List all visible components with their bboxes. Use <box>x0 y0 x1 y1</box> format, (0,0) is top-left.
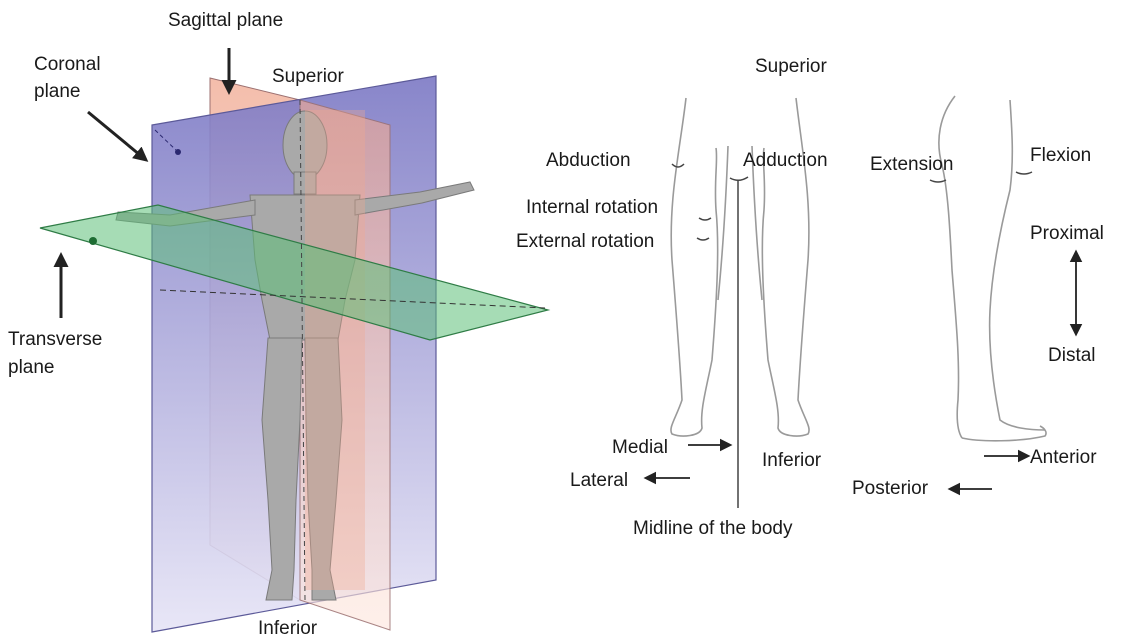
side-leg-foot-outline <box>962 426 1046 441</box>
external-rotation-label: External rotation <box>516 231 654 252</box>
adduction-marker <box>730 177 748 180</box>
transverse-plane-label-line1: Transverse <box>8 329 102 350</box>
sagittal-plane-label: Sagittal plane <box>168 10 283 31</box>
transverse-plane-label-line2: plane <box>8 357 55 378</box>
midline-label: Midline of the body <box>633 518 793 539</box>
abduction-marker <box>672 164 684 167</box>
coronal-plane-label-line2: plane <box>34 81 81 102</box>
flexion-label: Flexion <box>1030 145 1091 166</box>
front-left-leg-outline <box>671 98 718 436</box>
external-rotation-marker <box>697 238 709 240</box>
lateral-label: Lateral <box>570 470 628 491</box>
extension-label: Extension <box>870 154 953 175</box>
sagittal-tint-overlay <box>305 110 365 590</box>
inferior-label-left: Inferior <box>258 618 318 639</box>
abduction-label: Abduction <box>546 150 631 171</box>
superior-label-left: Superior <box>272 66 344 87</box>
internal-rotation-marker <box>699 218 711 220</box>
anterior-label: Anterior <box>1030 447 1097 468</box>
extension-marker <box>930 180 946 182</box>
medial-label: Medial <box>612 437 668 458</box>
internal-rotation-label: Internal rotation <box>526 197 658 218</box>
front-inner-line-left <box>718 146 728 300</box>
adduction-label: Adduction <box>743 150 828 171</box>
front-right-leg-outline <box>762 98 809 436</box>
distal-label: Distal <box>1048 345 1096 366</box>
legs-front-figure: Superior Abduction Adduction Internal ro… <box>516 56 828 539</box>
proximal-label: Proximal <box>1030 223 1104 244</box>
coronal-plane-label-line1: Coronal <box>34 54 101 75</box>
planes-figure: Sagittal plane Coronal plane Transverse … <box>8 10 548 639</box>
transverse-marker-dot <box>89 237 97 245</box>
superior-label-middle: Superior <box>755 56 827 77</box>
posterior-label: Posterior <box>852 478 929 499</box>
inferior-label-middle: Inferior <box>762 450 822 471</box>
flexion-marker <box>1016 172 1032 174</box>
side-leg-back-outline <box>939 96 962 438</box>
leg-side-figure: Extension Flexion Proximal Distal Anteri… <box>852 96 1104 499</box>
coronal-pointer-arrow <box>88 112 146 160</box>
